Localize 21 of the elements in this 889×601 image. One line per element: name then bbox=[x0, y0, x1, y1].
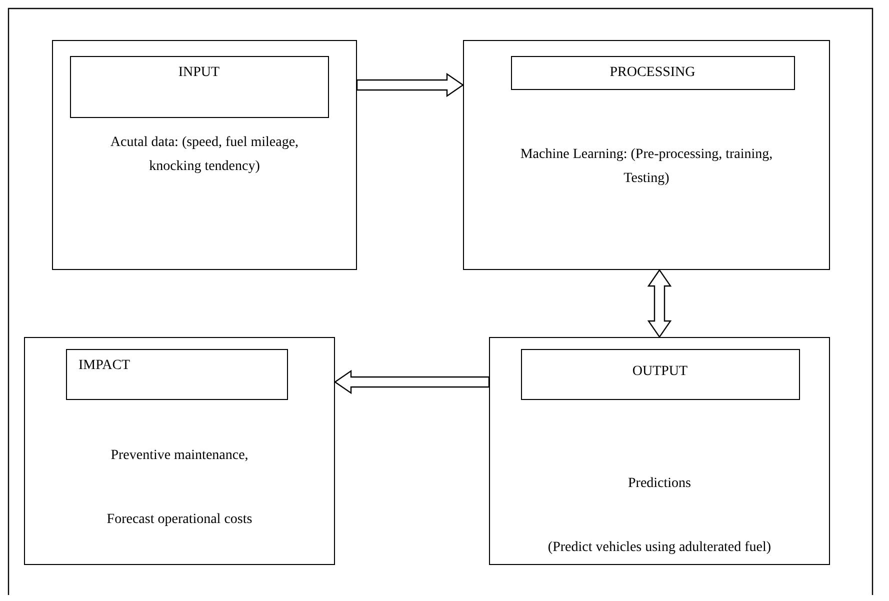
block-arrow bbox=[647, 268, 672, 338]
heading-text: OUTPUT bbox=[631, 362, 689, 380]
description-text: Predictions bbox=[627, 475, 692, 493]
heading-text: IMPACT bbox=[78, 356, 132, 374]
process-box bbox=[24, 337, 335, 565]
heading-text: INPUT bbox=[177, 64, 221, 82]
heading-text: PROCESSING bbox=[608, 64, 696, 82]
heading-box bbox=[70, 56, 328, 118]
description-text: Machine Learning: (Pre-processing, training, Testing) bbox=[519, 146, 774, 188]
heading-box bbox=[520, 348, 800, 400]
block-arrow bbox=[356, 72, 464, 98]
description-text: (Predict vehicles using adulterated fuel) bbox=[546, 539, 772, 557]
description-text: Acutal data: (speed, fuel mileage, knocking tendency) bbox=[109, 134, 300, 176]
heading-box bbox=[510, 56, 794, 90]
heading-box bbox=[66, 348, 288, 400]
process-box bbox=[52, 40, 357, 270]
process-box bbox=[463, 40, 830, 270]
block-arrow bbox=[334, 370, 490, 394]
process-box bbox=[489, 337, 830, 565]
description-text: Forecast operational costs bbox=[106, 511, 254, 529]
description-text: Preventive maintenance, bbox=[110, 447, 250, 465]
